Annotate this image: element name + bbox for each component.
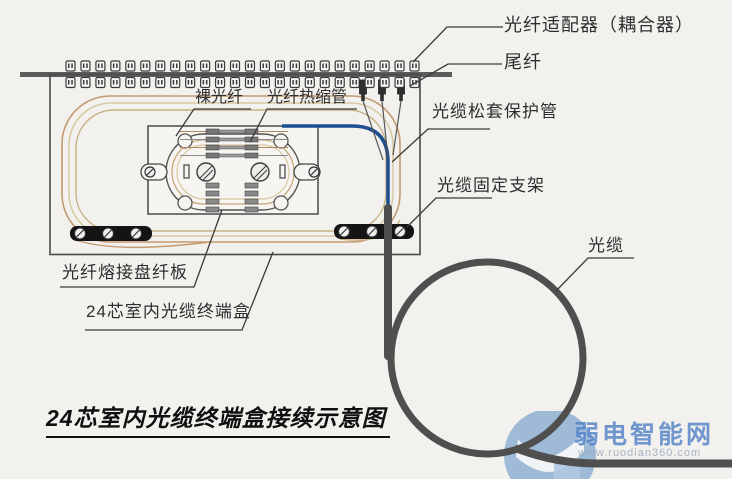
leader-bracket xyxy=(406,197,492,228)
adapter-icon xyxy=(200,60,211,89)
terminal-box-outline xyxy=(49,73,421,256)
adapter-icon xyxy=(65,60,76,89)
fiber-adapters xyxy=(65,60,420,89)
adapter-icon xyxy=(95,60,106,89)
pigtail-connector-icon xyxy=(392,79,405,156)
label-terminal-box: 24芯室内光缆终端盒 xyxy=(86,302,251,321)
adapter-icon xyxy=(349,60,360,89)
label-optical-cable: 光缆 xyxy=(588,236,624,255)
leader-lines xyxy=(60,26,634,331)
loose-tube-protection xyxy=(282,124,390,212)
label-fixing-bracket: 光缆固定支架 xyxy=(437,176,545,195)
adapter-icon xyxy=(110,60,121,89)
tray-side-tabs xyxy=(140,163,321,181)
optical-cable xyxy=(384,204,732,468)
adapter-icon xyxy=(140,60,151,89)
leader-terminal-box xyxy=(85,251,274,331)
adapter-icon xyxy=(244,60,256,89)
adapter-icon xyxy=(334,60,345,89)
adapter-icon xyxy=(364,60,375,89)
adapter-icon xyxy=(214,60,226,89)
spare-fiber-loops xyxy=(61,95,401,249)
adapter-icon xyxy=(304,60,315,89)
pigtails xyxy=(359,79,405,161)
bare-fibers xyxy=(180,131,288,156)
cable-fixing-brackets xyxy=(70,224,414,241)
leader-loose-tube xyxy=(391,128,490,163)
watermark-site-name: 弱电智能网 xyxy=(574,421,715,449)
leader-bare-fiber xyxy=(175,108,251,137)
adapter-icon xyxy=(185,60,196,89)
adapter-icon xyxy=(155,60,166,89)
leader-splice-tray xyxy=(60,209,223,288)
tray-slots xyxy=(183,164,286,179)
label-loose-tube: 光缆松套保护管 xyxy=(432,102,558,121)
label-bare-fiber: 裸光纤 xyxy=(195,89,244,106)
leader-heat-shrink xyxy=(249,108,357,143)
adapter-icon xyxy=(289,60,300,89)
label-splice-tray: 光纤熔接盘纤板 xyxy=(62,263,188,282)
leader-cable xyxy=(555,257,634,292)
diagram-title: 24芯室内光缆终端盒接续示意图 xyxy=(46,399,390,438)
adapter-icon xyxy=(170,60,181,89)
adapter-icon xyxy=(125,60,136,89)
label-heat-shrink: 光纤热缩管 xyxy=(267,89,348,106)
adapter-icon xyxy=(80,60,91,89)
heat-shrink-holders-bottom xyxy=(205,182,259,213)
heat-shrink-tubes xyxy=(180,129,288,158)
leader-pigtail xyxy=(409,63,502,87)
adapter-icon xyxy=(379,60,390,89)
adapter-icon xyxy=(274,60,285,89)
adapter-icon xyxy=(259,60,271,89)
label-pigtail: 尾纤 xyxy=(504,52,542,72)
leader-adapter xyxy=(412,26,503,63)
tray-center-screws xyxy=(196,162,270,182)
watermark-site-url: www.ruodian360.com xyxy=(578,447,702,459)
adapter-icon xyxy=(319,60,330,89)
adapter-icon xyxy=(229,60,241,89)
label-fiber-adapter: 光纤适配器（耦合器） xyxy=(504,15,694,35)
adapter-icon xyxy=(394,60,405,89)
